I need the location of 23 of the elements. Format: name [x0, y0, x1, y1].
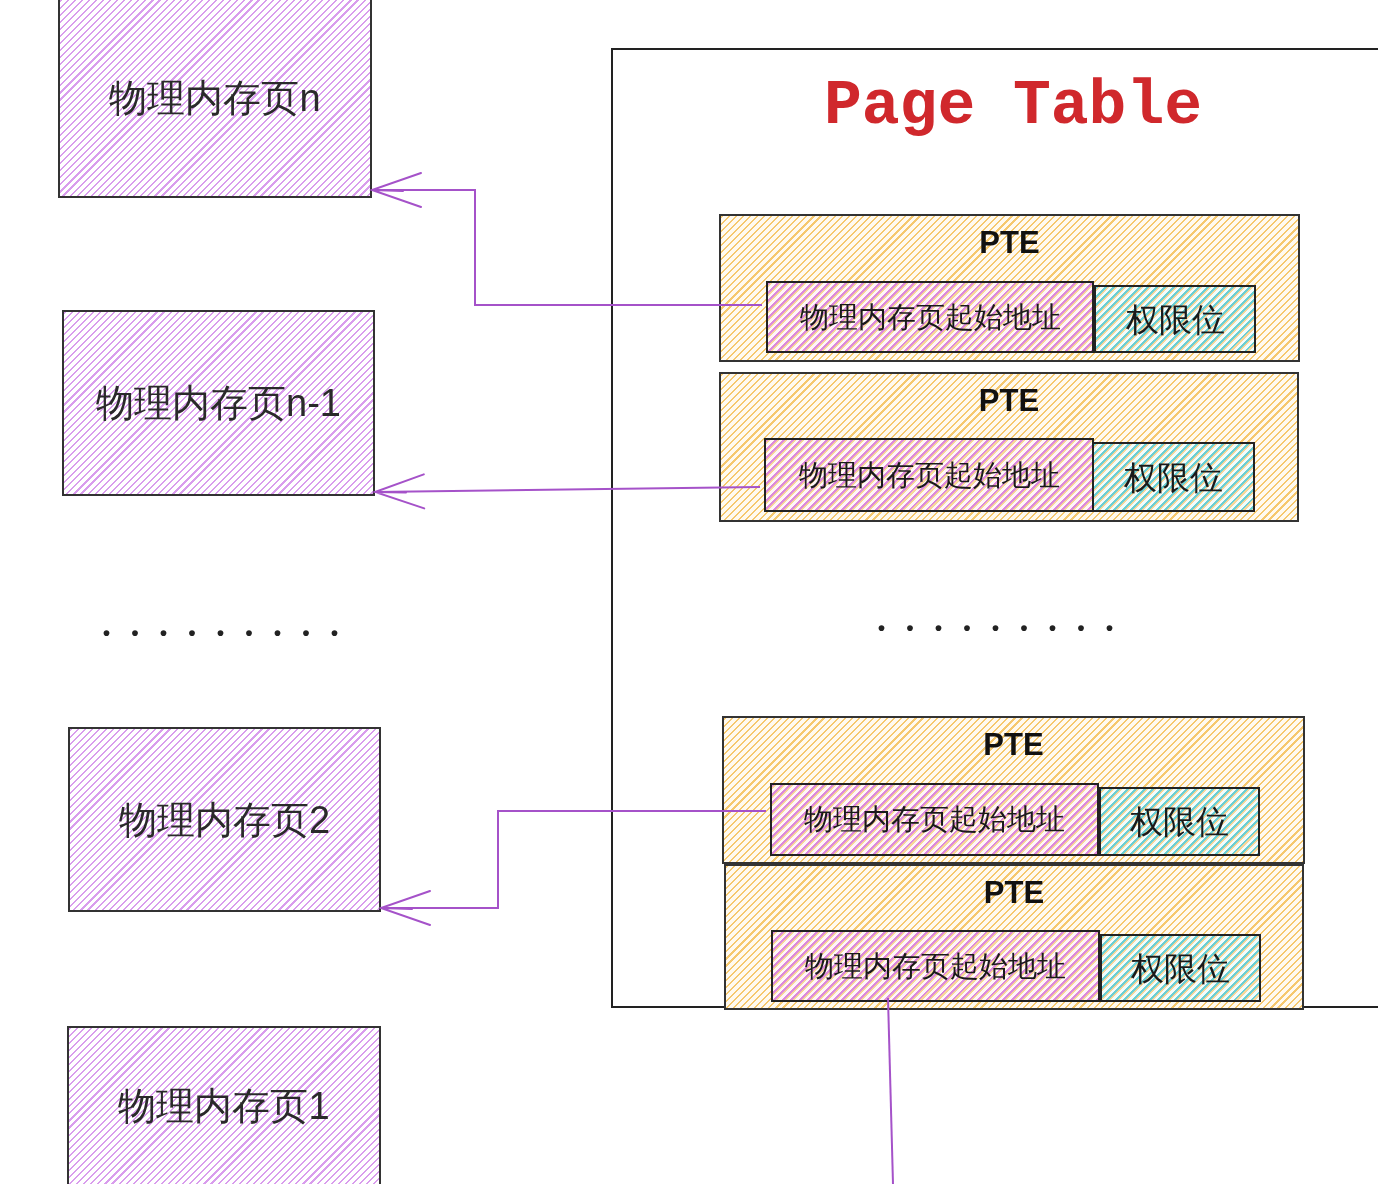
arrow: [371, 172, 763, 306]
connector-line: [887, 997, 894, 1184]
pte-label: PTE: [983, 876, 1045, 911]
address-segment: 物理内存页起始地址: [764, 438, 1094, 512]
memory-page-box: 物理内存页n-1: [62, 310, 375, 496]
memory-page-box: 物理内存页n: [58, 0, 372, 198]
arrow: [374, 473, 761, 510]
memory-page-box: 物理内存页1: [67, 1026, 381, 1184]
ellipsis-dots: .........: [877, 601, 1134, 637]
pte-label: PTE: [983, 728, 1044, 763]
ellipsis-dots: .........: [102, 606, 359, 642]
pte-label: PTE: [979, 226, 1040, 261]
page-table-title: Page Table: [823, 72, 1203, 142]
pte-label: PTE: [978, 384, 1040, 419]
address-segment: 物理内存页起始地址: [766, 281, 1094, 353]
pte-box: [719, 214, 1300, 362]
page-table-panel: [611, 48, 1378, 1008]
address-segment: 物理内存页起始地址: [770, 783, 1099, 856]
pte-box: [724, 864, 1304, 1010]
pte-box: [719, 372, 1299, 522]
pte-box: [722, 716, 1305, 864]
address-segment: 物理内存页起始地址: [771, 930, 1100, 1002]
memory-page-box: 物理内存页2: [68, 727, 381, 912]
